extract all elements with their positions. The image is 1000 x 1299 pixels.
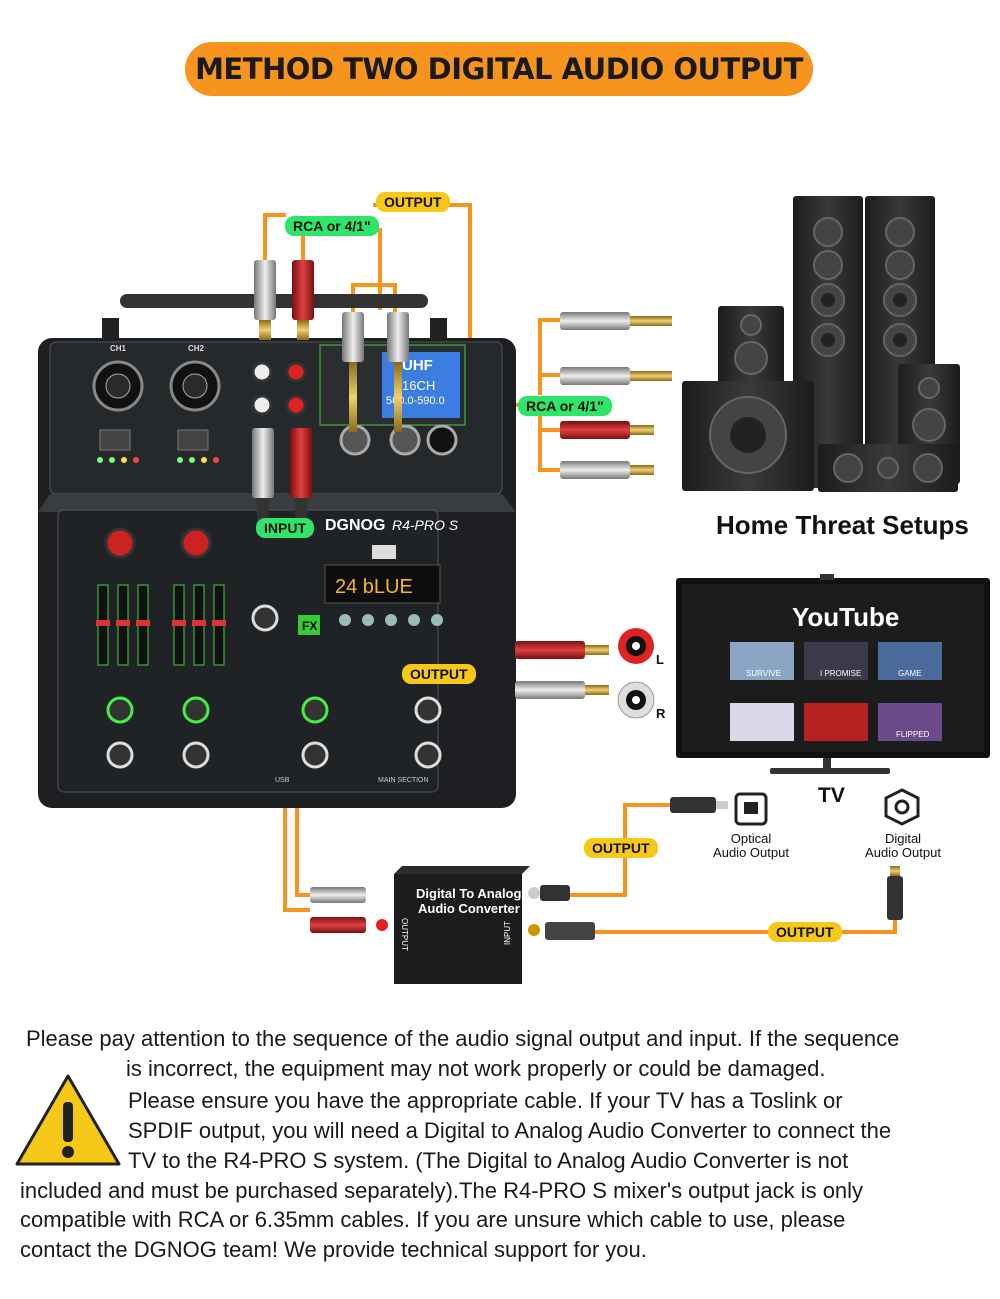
tag-input: INPUT [256, 518, 314, 538]
fx-label: FX [302, 619, 317, 633]
note-line-8: contact the DGNOG team! We provide techn… [20, 1237, 647, 1262]
television: YouTube SURVIVE I PROMISE GAME FLIPPED [676, 574, 990, 774]
tile-1: SURVIVE [746, 669, 781, 678]
ch1-label: CH1 [110, 344, 127, 353]
tag-output-optical: OUTPUT [584, 838, 658, 858]
digital-label-line1: Digital [884, 831, 922, 846]
tv-label: TV [818, 784, 845, 807]
converter-title-2: Audio Converter [418, 901, 520, 916]
note-line-3: Please ensure you have the appropriate c… [128, 1088, 843, 1113]
digital-label-line2: Audio Output [865, 845, 941, 860]
screen-line1: UHF [402, 357, 433, 374]
mixer-input-plugs-bottom [252, 428, 312, 520]
optical-cable-plug [670, 797, 728, 813]
note-line-7: compatible with RCA or 6.35mm cables. If… [20, 1207, 846, 1232]
ch2-label: CH2 [188, 344, 205, 353]
connection-diagram: CH1 CH2 UHF 16CH 500.0-590.0 DGNOG R4-PR… [38, 196, 990, 984]
converter-input-label: INPUT [503, 921, 512, 945]
audio-mixer: CH1 CH2 UHF 16CH 500.0-590.0 DGNOG R4-PR… [38, 294, 516, 808]
tv-youtube-logo: YouTube [792, 602, 899, 632]
main-section-label: MAIN SECTION [378, 777, 429, 784]
tag-rca-top: RCA or 4/1" [285, 216, 379, 236]
converter-plugs [310, 885, 595, 940]
right-channel-label: R [656, 706, 666, 721]
coaxial-cable-plug [887, 866, 903, 920]
usb-label: USB [275, 777, 290, 784]
note-line-1: Please pay attention to the sequence of … [26, 1026, 900, 1051]
tv-thumbnails: SURVIVE I PROMISE GAME FLIPPED [730, 642, 942, 741]
note-line-5: TV to the R4-PRO S system. (The Digital … [128, 1148, 849, 1173]
note-line-6: included and must be purchased separatel… [20, 1178, 864, 1203]
note-line-4: SPDIF output, you will need a Digital to… [128, 1118, 892, 1143]
tag-rca-right: RCA or 4/1" [518, 396, 612, 416]
optical-output-label: Optical Audio Output [706, 832, 796, 860]
tv-rca-jacks [617, 628, 655, 719]
optical-port-icon [734, 792, 768, 826]
digital-to-analog-converter: Digital To Analog Audio Converter OUTPUT… [376, 866, 540, 984]
warning-triangle-icon [15, 1074, 121, 1166]
mixer-display: 24 bLUE [335, 576, 413, 598]
left-channel-label: L [656, 652, 664, 667]
home-speaker-system [682, 196, 960, 492]
tile-6: FLIPPED [896, 730, 930, 739]
tag-output-digital: OUTPUT [768, 922, 842, 942]
digital-output-label: Digital Audio Output [858, 832, 948, 860]
optical-label-line1: Optical [730, 831, 772, 846]
note-line-2: is incorrect, the equipment may not work… [126, 1056, 826, 1081]
screen-line2: 16CH [402, 378, 435, 393]
mixer-brand: DGNOG [325, 517, 385, 534]
mixer-model: R4-PRO S [392, 517, 459, 533]
tile-2: I PROMISE [820, 669, 861, 678]
tag-output-top: OUTPUT [376, 192, 450, 212]
speaker-plugs [560, 312, 672, 479]
home-setup-caption: Home Threat Setups [716, 510, 969, 540]
optical-label-line2: Audio Output [713, 845, 789, 860]
tv-rca-plugs [515, 641, 609, 699]
tile-3: GAME [898, 669, 922, 678]
tag-output-tv: OUTPUT [402, 664, 476, 684]
coaxial-port-icon [884, 788, 920, 826]
converter-title-1: Digital To Analog [416, 886, 521, 901]
page-title: METHOD TWO DIGITAL AUDIO OUTPUT [195, 52, 803, 86]
converter-output-label: OUTPUT [400, 918, 409, 951]
mixer-input-plugs-top [254, 260, 409, 432]
title-banner: METHOD TWO DIGITAL AUDIO OUTPUT [185, 42, 813, 96]
